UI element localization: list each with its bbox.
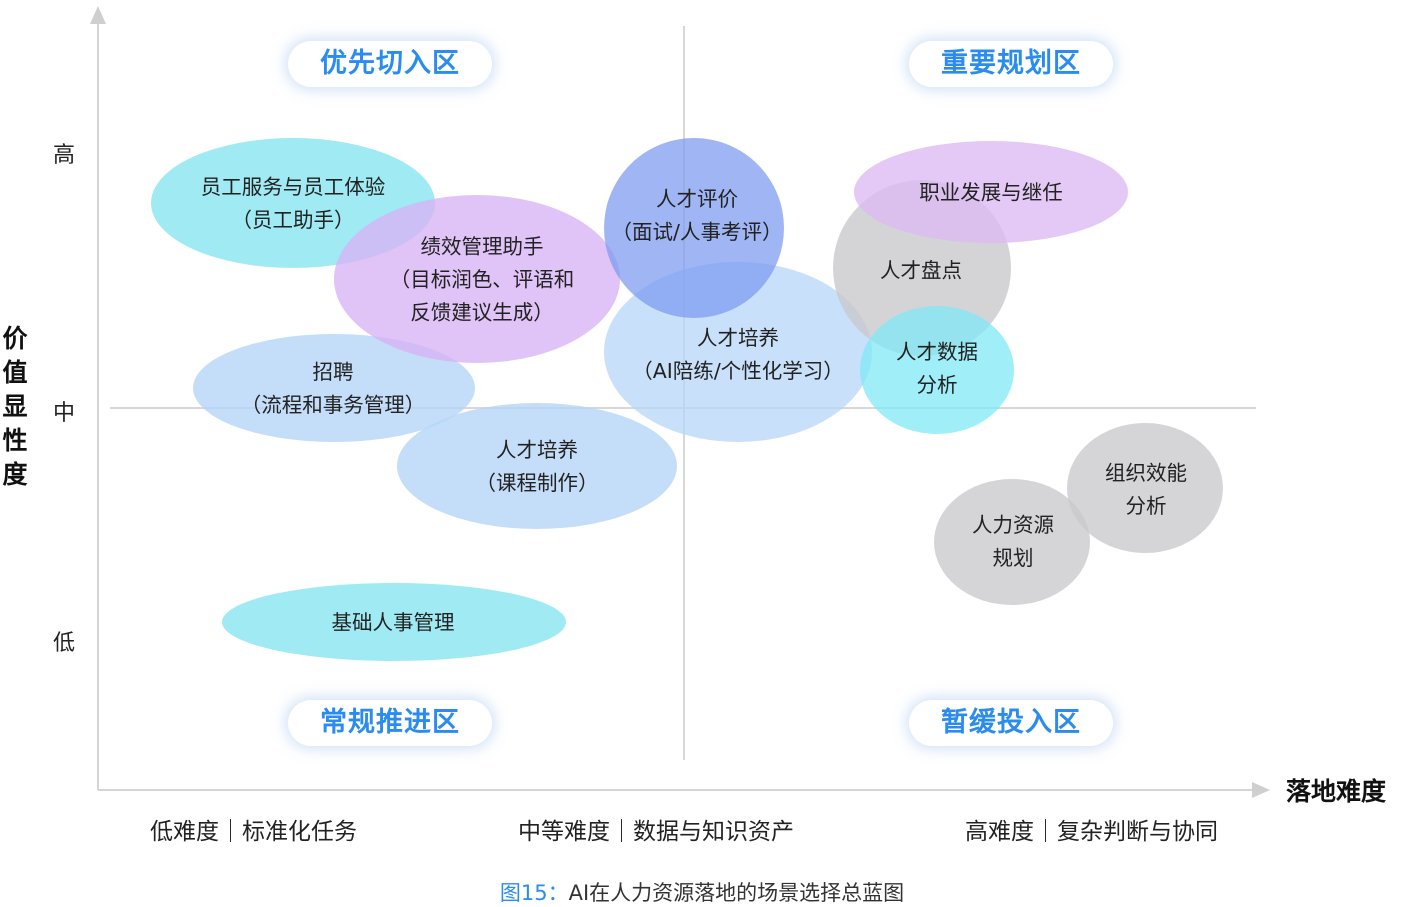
y-level-low: 低 xyxy=(52,631,75,656)
quadrant-bottom-right: 暂缓投入区 xyxy=(909,700,1113,746)
quadrant-top-right: 重要规划区 xyxy=(909,41,1113,87)
label-org-effectiveness: 组织效能分析 xyxy=(1105,457,1187,523)
label-talent-review: 人才盘点 xyxy=(880,255,962,288)
label-employee-service: 员工服务与员工体验 （员工助手） xyxy=(201,171,386,237)
bubble-basic-hr xyxy=(222,583,566,661)
quadrant-top-left: 优先切入区 xyxy=(288,41,492,87)
bubble-label-line: （目标润色、评语和 xyxy=(389,267,575,292)
label-career-succession: 职业发展与继任 xyxy=(919,177,1063,210)
bubble-label-line: 绩效管理助手 xyxy=(420,234,544,259)
bubble-label-line: 分析 xyxy=(916,373,958,397)
bubble-training-course xyxy=(397,403,677,529)
bubble-label-line: 反馈建议生成） xyxy=(410,300,554,325)
bubble-label-line: 基础人事管理 xyxy=(331,610,455,635)
x-axis-title: 落地难度 xyxy=(1286,777,1387,806)
bubble-label-line: 分析 xyxy=(1125,494,1167,518)
bubble-org-effectiveness xyxy=(1067,423,1223,553)
x-category-low: 低难度｜标准化任务 xyxy=(150,819,357,845)
y-axis-title: 价值显性度 xyxy=(2,324,28,489)
quadrant-bottom-left: 常规推进区 xyxy=(288,700,492,746)
bubble-label-line: 人才培养 xyxy=(696,326,779,350)
bubble-talent-evaluation xyxy=(604,138,784,318)
figure-number: 图15： xyxy=(499,881,569,905)
label-workforce-planning: 人力资源规划 xyxy=(972,509,1054,575)
bubble-label-line: 人才培养 xyxy=(496,438,578,462)
label-performance-assistant: 绩效管理助手 （目标润色、评语和反馈建议生成） xyxy=(390,231,575,330)
bubble-talent-analytics xyxy=(860,306,1014,434)
bubble-label-line: 员工服务与员工体验 xyxy=(200,175,386,199)
figure-title: AI在人力资源落地的场景选择总蓝图 xyxy=(568,881,905,905)
bubble-career-succession xyxy=(854,141,1128,243)
bubble-label-line: （课程制作） xyxy=(475,471,599,495)
bubble-label-line: （面试/人事考评） xyxy=(611,220,783,244)
y-level-high: 高 xyxy=(52,143,75,168)
bubble-label-line: 人才数据 xyxy=(896,340,978,364)
label-talent-development: 人才培养 （AI陪练/个性化学习） xyxy=(632,322,843,388)
bubble-shapes xyxy=(151,138,1223,661)
bubble-label-line: 组织效能 xyxy=(1105,461,1187,485)
label-talent-analytics: 人才数据分析 xyxy=(896,336,978,402)
bubble-label-line: 人力资源 xyxy=(972,513,1054,537)
bubble-label-line: 人才盘点 xyxy=(880,258,962,283)
bubble-label-line: 职业发展与继任 xyxy=(919,180,1063,205)
bubble-performance-assistant xyxy=(334,195,620,363)
label-recruiting: 招聘 （流程和事务管理） xyxy=(241,356,426,422)
bubble-recruiting xyxy=(193,334,475,442)
bubble-label-line: （AI陪练/个性化学习） xyxy=(632,359,844,383)
bubble-label-line: 招聘 xyxy=(312,360,354,384)
y-level-mid: 中 xyxy=(52,401,75,426)
figure-caption: 图15：AI在人力资源落地的场景选择总蓝图 xyxy=(0,877,1404,907)
bubble-workforce-planning xyxy=(934,479,1090,605)
x-category-high: 高难度｜复杂判断与协同 xyxy=(965,819,1218,845)
bubble-label-line: （流程和事务管理） xyxy=(240,393,426,417)
x-category-mid: 中等难度｜数据与知识资产 xyxy=(518,819,794,845)
label-training-course: 人才培养 （课程制作） xyxy=(476,434,599,500)
label-basic-hr: 基础人事管理 xyxy=(332,607,455,640)
bubble-label-line: 人才评价 xyxy=(656,187,738,211)
label-talent-evaluation: 人才评价 （面试/人事考评） xyxy=(612,183,783,249)
bubble-label-line: 规划 xyxy=(992,546,1034,570)
bubble-label-line: （员工助手） xyxy=(231,208,355,232)
